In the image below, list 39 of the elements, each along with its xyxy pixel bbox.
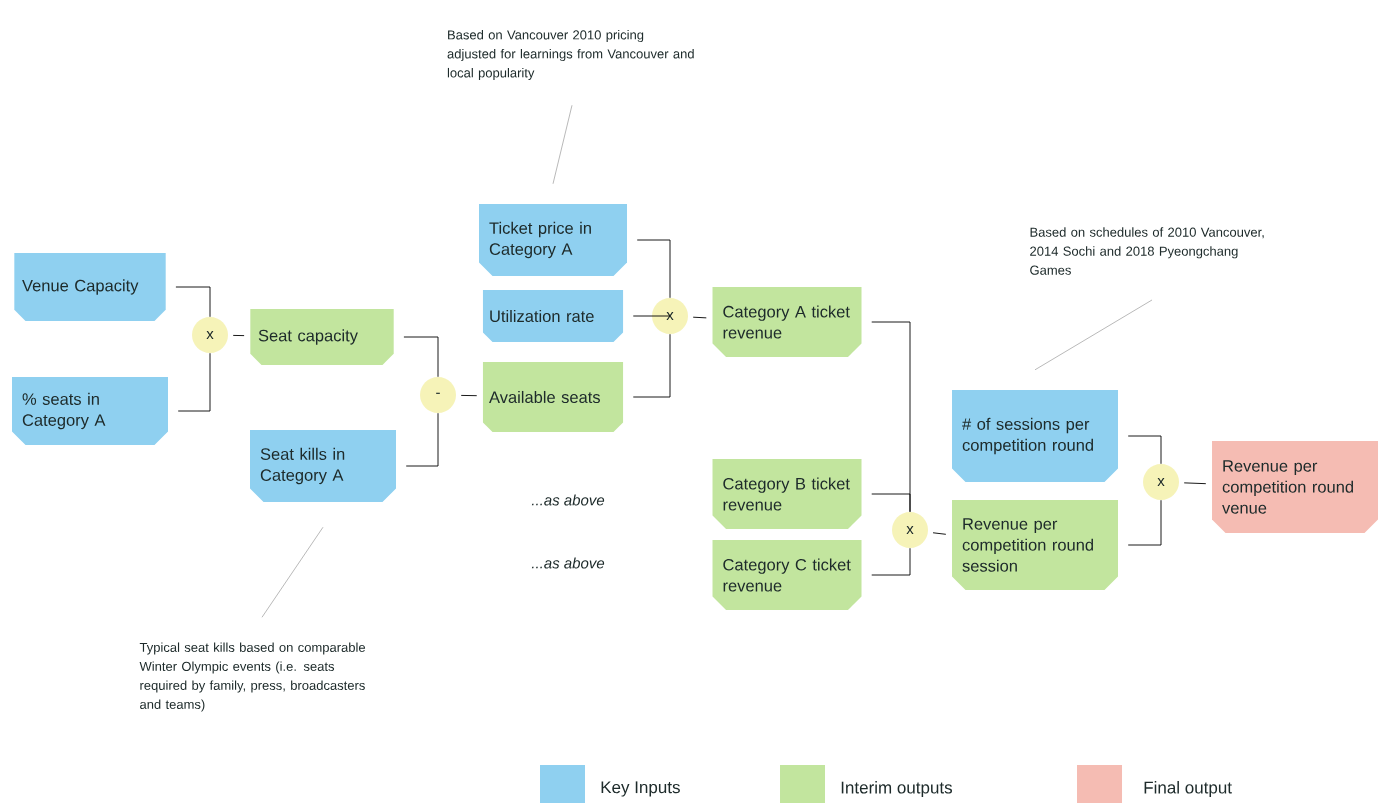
note-text: Based on Vancouver 2010 pricing adjusted for learnings from Vancouver and local popularity <box>447 29 694 81</box>
connector-line <box>175 286 211 318</box>
leader-line <box>261 526 324 618</box>
input-box: Category A ticket revenue <box>712 287 862 357</box>
note-text: Typical seat kills based on comparable Winter Olympic events (i.e. seats required by family, press, broadcasters and teams) <box>139 642 366 712</box>
input-box: Revenue per competition round venue <box>1212 441 1378 533</box>
connector-line <box>636 239 671 299</box>
note-text: Based on schedules of 2010 Vancouver, 2014 Sochi and 2018 Pyeongchang Games <box>1030 227 1264 275</box>
connector-line <box>1183 482 1207 485</box>
connector-line <box>405 412 439 467</box>
connector-line <box>871 493 911 513</box>
connector-line <box>692 316 707 319</box>
connector-line <box>632 333 671 398</box>
legend-label: Final output <box>1144 781 1232 797</box>
legend-label: Key Inputs <box>601 781 680 797</box>
input-box: Seat capacity <box>250 309 394 365</box>
note-text: ...as above <box>531 557 605 569</box>
connector-line <box>932 532 947 535</box>
input-box: Venue Capacity <box>14 253 166 321</box>
input-box: Category B ticket revenue <box>712 459 862 529</box>
leader-line <box>1034 299 1153 371</box>
connector-line <box>1127 435 1162 465</box>
leader-line <box>552 104 573 185</box>
input-box: Category C ticket revenue <box>712 540 862 610</box>
input-box: Seat kills in Category A <box>250 430 396 502</box>
connector-line <box>1127 499 1162 546</box>
connector-line <box>232 334 245 337</box>
connector-line <box>403 336 439 378</box>
connector-line <box>177 352 211 412</box>
input-box: Revenue per competition round session <box>952 500 1118 590</box>
input-box: Available seats <box>482 362 624 432</box>
input-box: Utilization rate <box>482 290 624 342</box>
input-box: # of sessions per competition round <box>952 390 1118 482</box>
legend-label: Interim outputs <box>841 781 952 797</box>
connector-line <box>871 547 911 576</box>
note-text: ...as above <box>531 494 605 506</box>
connector-line <box>460 394 478 397</box>
input-box: % seats in Category A <box>12 377 168 445</box>
input-box: Ticket price in Category A <box>479 204 627 276</box>
